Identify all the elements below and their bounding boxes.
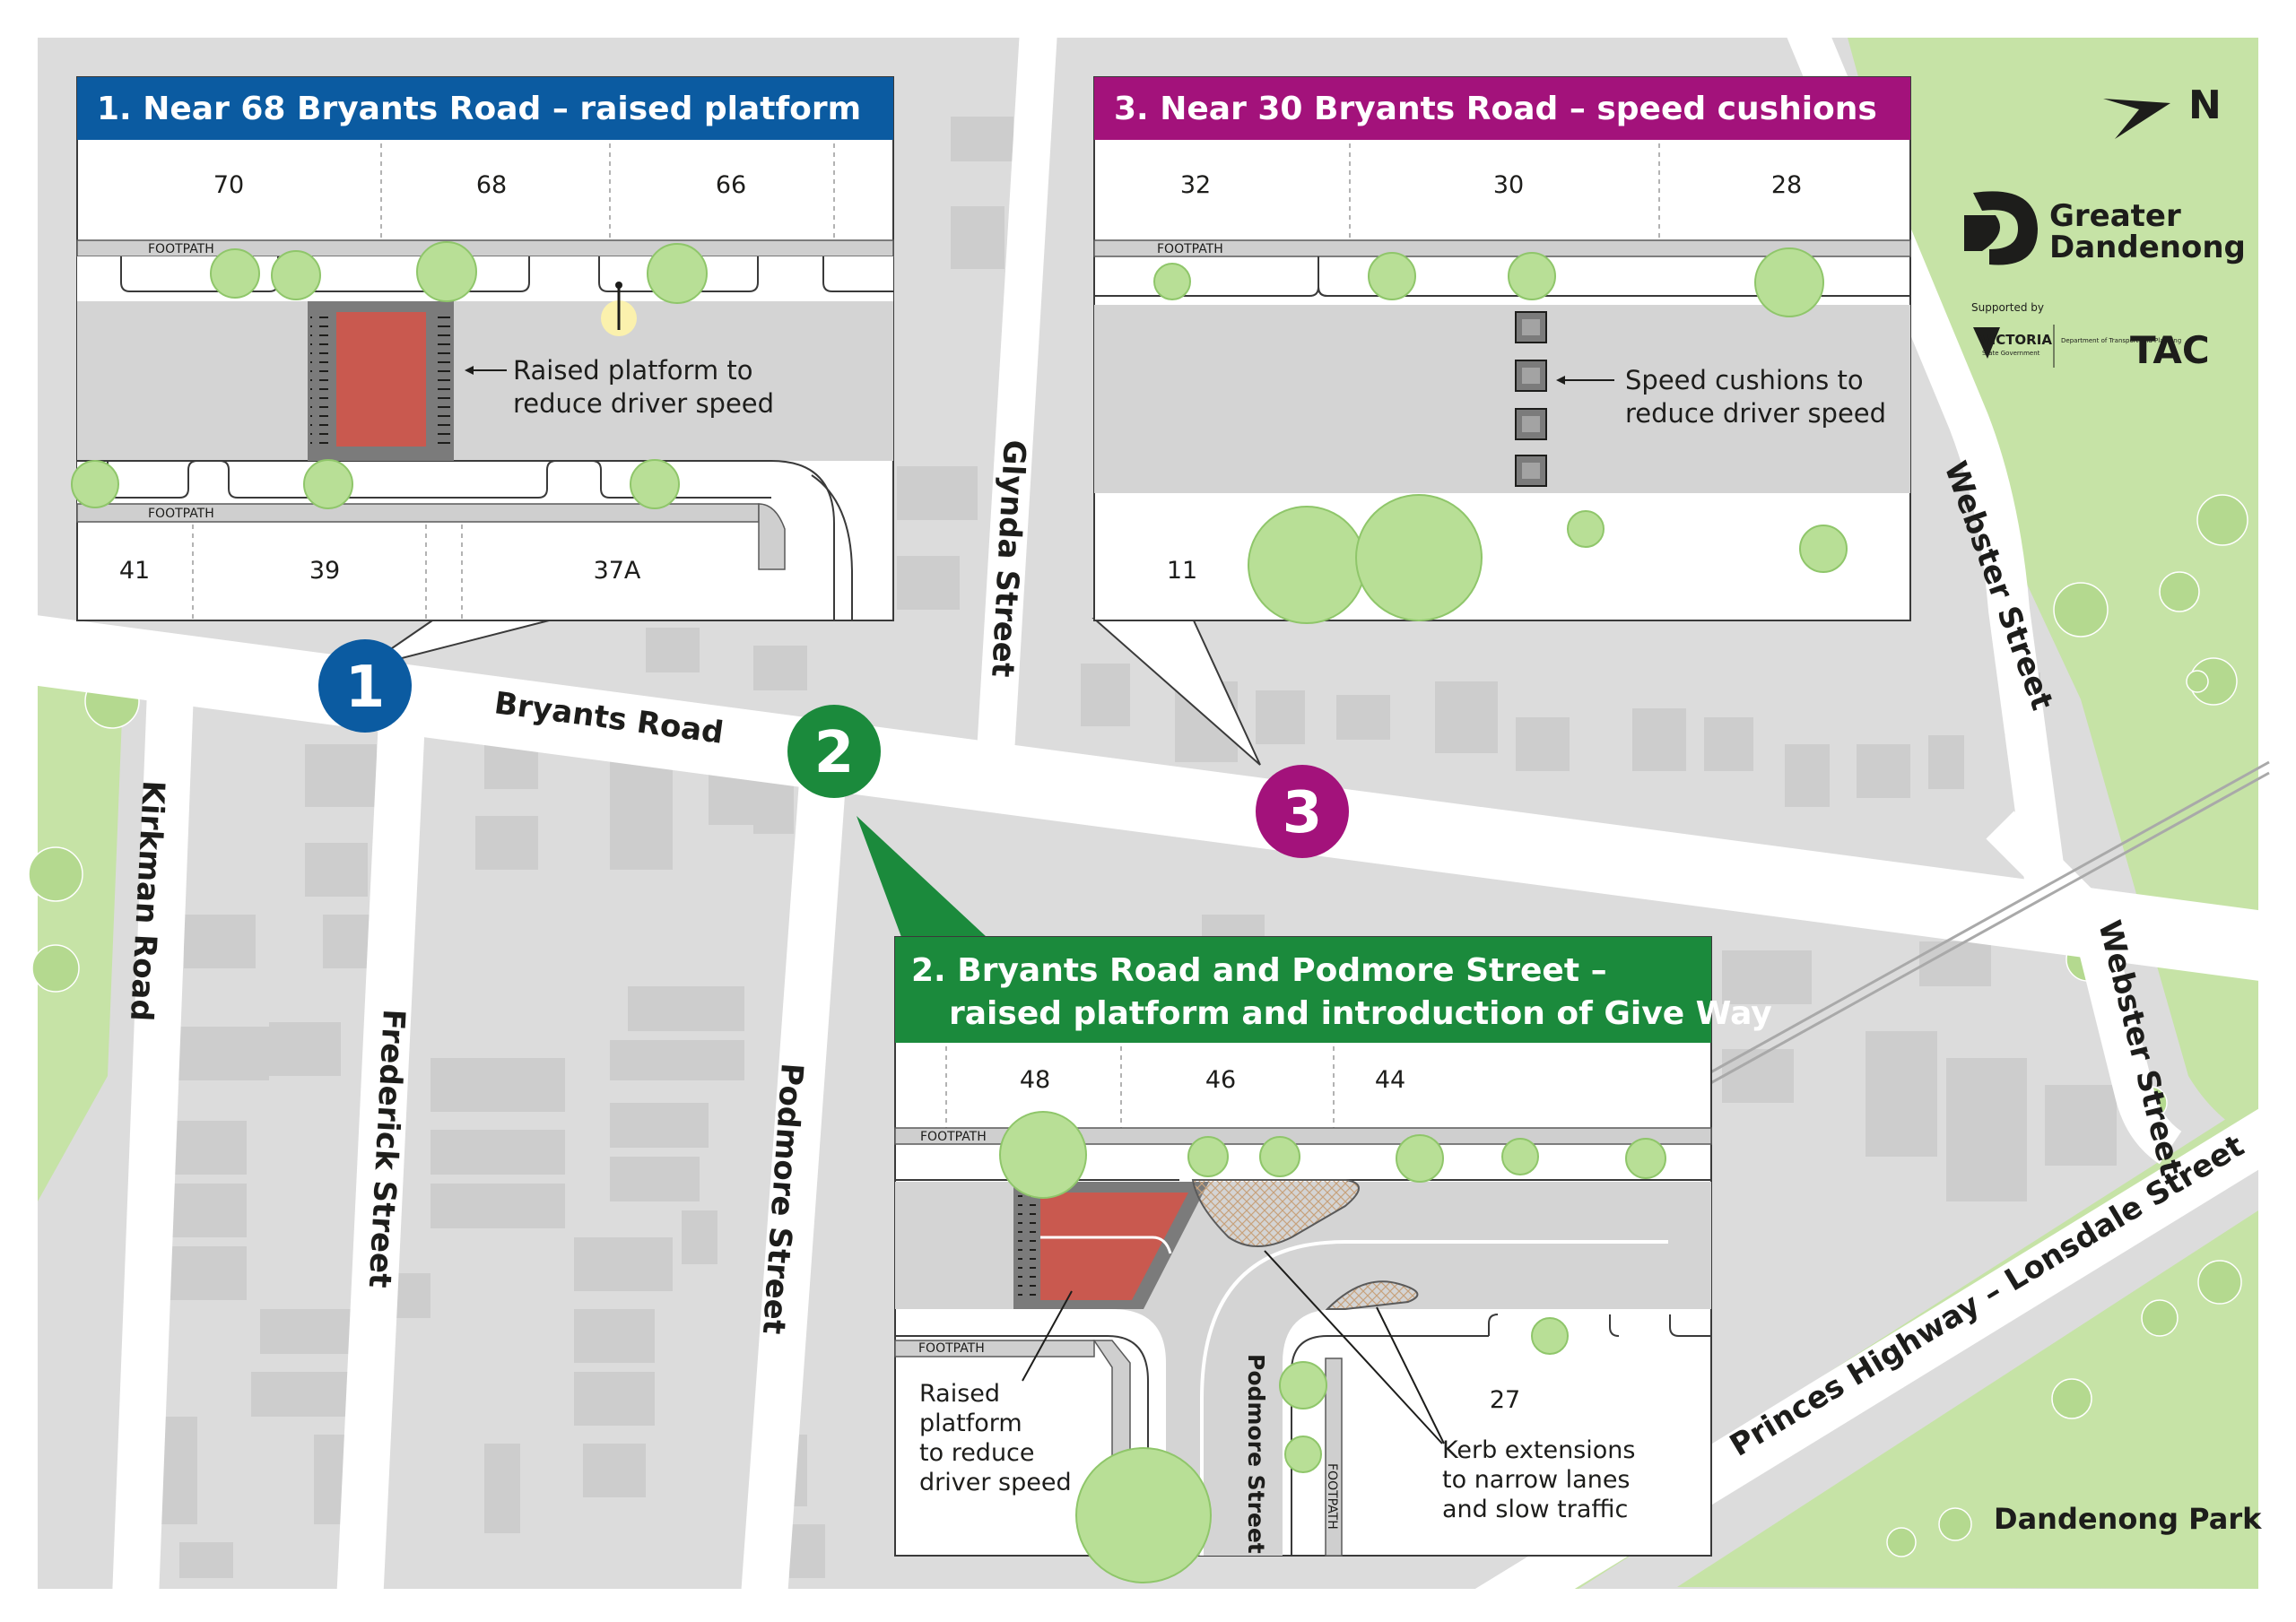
marker-2[interactable]: 2 [787, 705, 881, 798]
panel-2-footpath-right: FOOTPATH [1325, 1463, 1339, 1530]
panel-2-note-left-1: Raised [919, 1380, 1000, 1408]
house-39: 39 [309, 557, 340, 585]
panel-2-title-line1: 2. Bryants Road and Podmore Street – [911, 952, 1607, 989]
house-68: 68 [476, 171, 507, 199]
house-30: 30 [1493, 171, 1524, 199]
house-48: 48 [1020, 1066, 1050, 1094]
panel-3: 3. Near 30 Bryants Road – speed cushions… [1093, 76, 1911, 624]
panel-1-footpath-top: FOOTPATH [148, 242, 214, 256]
tac-text: TAC [2130, 328, 2210, 372]
panel-2-note-right-3: and slow traffic [1442, 1496, 1628, 1523]
panel-2-title-line2: raised platform and introduction of Give… [949, 995, 1772, 1032]
panel-1-note-line1: Raised platform to [513, 355, 752, 386]
victoria-sub-text: State Government [1982, 350, 2040, 357]
panel-2-note-right-2: to narrow lanes [1442, 1466, 1631, 1494]
panel-1-header [77, 77, 893, 140]
victoria-logo: VICTORIA State Government [1973, 327, 2052, 359]
marker-3-label: 3 [1283, 780, 1323, 846]
dandenong-park-label: Dandenong Park [1994, 1502, 2262, 1536]
panel-3-road [1094, 305, 1910, 493]
marker-1-circle [318, 639, 412, 733]
house-27: 27 [1490, 1386, 1520, 1414]
panel-3-header [1094, 77, 1910, 140]
house-66: 66 [716, 171, 746, 199]
panel-1-title: 1. Near 68 Bryants Road – raised platfor… [97, 91, 861, 127]
house-28: 28 [1771, 171, 1802, 199]
dandenong-text: Dandenong [2049, 230, 2246, 265]
panel-3-note-line1: Speed cushions to [1625, 365, 1864, 395]
buildings [126, 117, 2117, 1578]
panel-3-note-line2: reduce driver speed [1625, 398, 1886, 429]
house-70: 70 [213, 171, 244, 199]
marker-2-circle [787, 705, 881, 798]
panel-3-footpath: FOOTPATH [1157, 242, 1223, 256]
panel-1-road [77, 301, 893, 461]
marker-3[interactable]: 3 [1256, 765, 1349, 858]
house-41: 41 [119, 557, 150, 585]
panel-3-title: 3. Near 30 Bryants Road – speed cushions [1114, 91, 1877, 127]
callout-tail-2 [857, 816, 987, 937]
greater-text: Greater [2049, 198, 2181, 234]
greater-dandenong-logo: Greater Dandenong [1964, 191, 2246, 265]
victoria-text: VICTORIA [1980, 332, 2052, 348]
panel-2-note-left-4: driver speed [919, 1469, 1072, 1496]
panel-2-note-left-2: platform [919, 1409, 1022, 1437]
panel-2-podmore-label: Podmore Street [1243, 1354, 1269, 1554]
speed-cushions [1515, 311, 1547, 487]
panel-2-header [895, 937, 1711, 1043]
panel-2-note-left-3: to reduce [919, 1439, 1035, 1467]
panel-2-note-right-1: Kerb extensions [1442, 1436, 1636, 1464]
marker-2-label: 2 [814, 720, 855, 786]
panel-2-raised-platform [1013, 1182, 1209, 1309]
house-46: 46 [1205, 1066, 1236, 1094]
panel-2: 2. Bryants Road and Podmore Street – rai… [894, 936, 1772, 1583]
house-44: 44 [1375, 1066, 1405, 1094]
north-arrow: N [2103, 82, 2222, 139]
panel-2-footpath-left: FOOTPATH [918, 1341, 985, 1356]
panel-1-raised-platform [308, 301, 454, 461]
dtp-text: Department of Transport and Planning [2061, 337, 2181, 344]
panel-1: 1. Near 68 Bryants Road – raised platfor… [71, 76, 894, 621]
panel-1-footpath-bottom: FOOTPATH [148, 507, 214, 521]
tac-logo: TAC [2130, 328, 2210, 372]
panel-2-footpath-top: FOOTPATH [920, 1130, 987, 1144]
house-37a: 37A [594, 557, 641, 585]
house-32: 32 [1180, 171, 1211, 199]
house-11: 11 [1167, 557, 1197, 585]
street-light-icon [601, 282, 637, 336]
north-label: N [2188, 82, 2222, 128]
marker-1[interactable]: 1 [318, 639, 412, 733]
marker-3-circle [1256, 765, 1349, 858]
panel-1-note-line2: reduce driver speed [513, 388, 774, 419]
marker-1-label: 1 [345, 655, 386, 721]
supported-by-text: Supported by [1971, 301, 2044, 314]
